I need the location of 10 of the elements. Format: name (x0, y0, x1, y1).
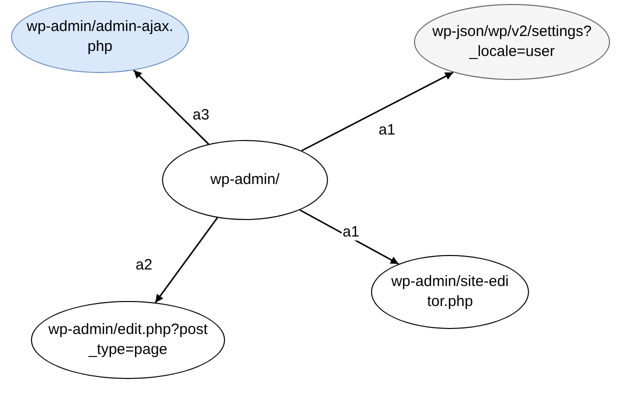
edge-label: a1 (342, 224, 360, 240)
node-label: wp-admin/site-editor.php (390, 272, 510, 312)
arrow (300, 209, 399, 265)
node-label: wp-json/wp/v2/settings?_locale=user (431, 22, 593, 62)
arrow (154, 217, 218, 304)
node-label: wp-admin/admin-ajax.php (26, 17, 174, 57)
node-label: wp-admin/ (210, 170, 280, 190)
arrow (133, 70, 210, 145)
node-label: wp-admin/edit.php?post_type=page (47, 320, 209, 360)
arrow (301, 72, 454, 152)
